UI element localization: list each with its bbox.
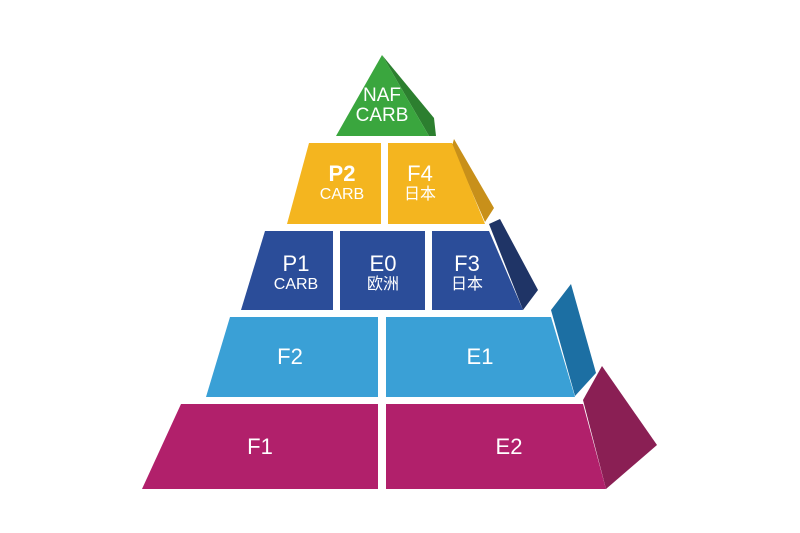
label-p2: P2 CARB xyxy=(319,161,365,204)
label-e0: E0 欧洲 xyxy=(366,251,399,294)
tier-4-side xyxy=(551,284,596,396)
block-e1 xyxy=(386,317,575,397)
tier-3-side xyxy=(489,219,538,310)
block-e2 xyxy=(386,404,606,489)
block-p2 xyxy=(287,143,381,224)
block-f2 xyxy=(206,317,378,397)
block-p1 xyxy=(241,231,333,310)
block-naf xyxy=(336,55,429,136)
label-e1: E1 xyxy=(466,344,494,369)
label-f3: F3 日本 xyxy=(450,251,483,294)
label-e2: E2 xyxy=(495,434,523,459)
block-e0 xyxy=(340,231,425,310)
label-f1: F1 xyxy=(247,434,273,459)
label-naf: NAF CARB xyxy=(355,85,409,126)
label-f2: F2 xyxy=(277,344,303,369)
tier-1-side xyxy=(382,55,436,136)
block-f1 xyxy=(142,404,378,489)
label-f4: F4 日本 xyxy=(403,161,436,204)
block-f3 xyxy=(432,231,523,310)
tier-5-side xyxy=(583,366,657,489)
block-f4 xyxy=(388,143,485,224)
tier-2-side xyxy=(452,139,494,222)
label-p1: P1 CARB xyxy=(273,251,319,294)
